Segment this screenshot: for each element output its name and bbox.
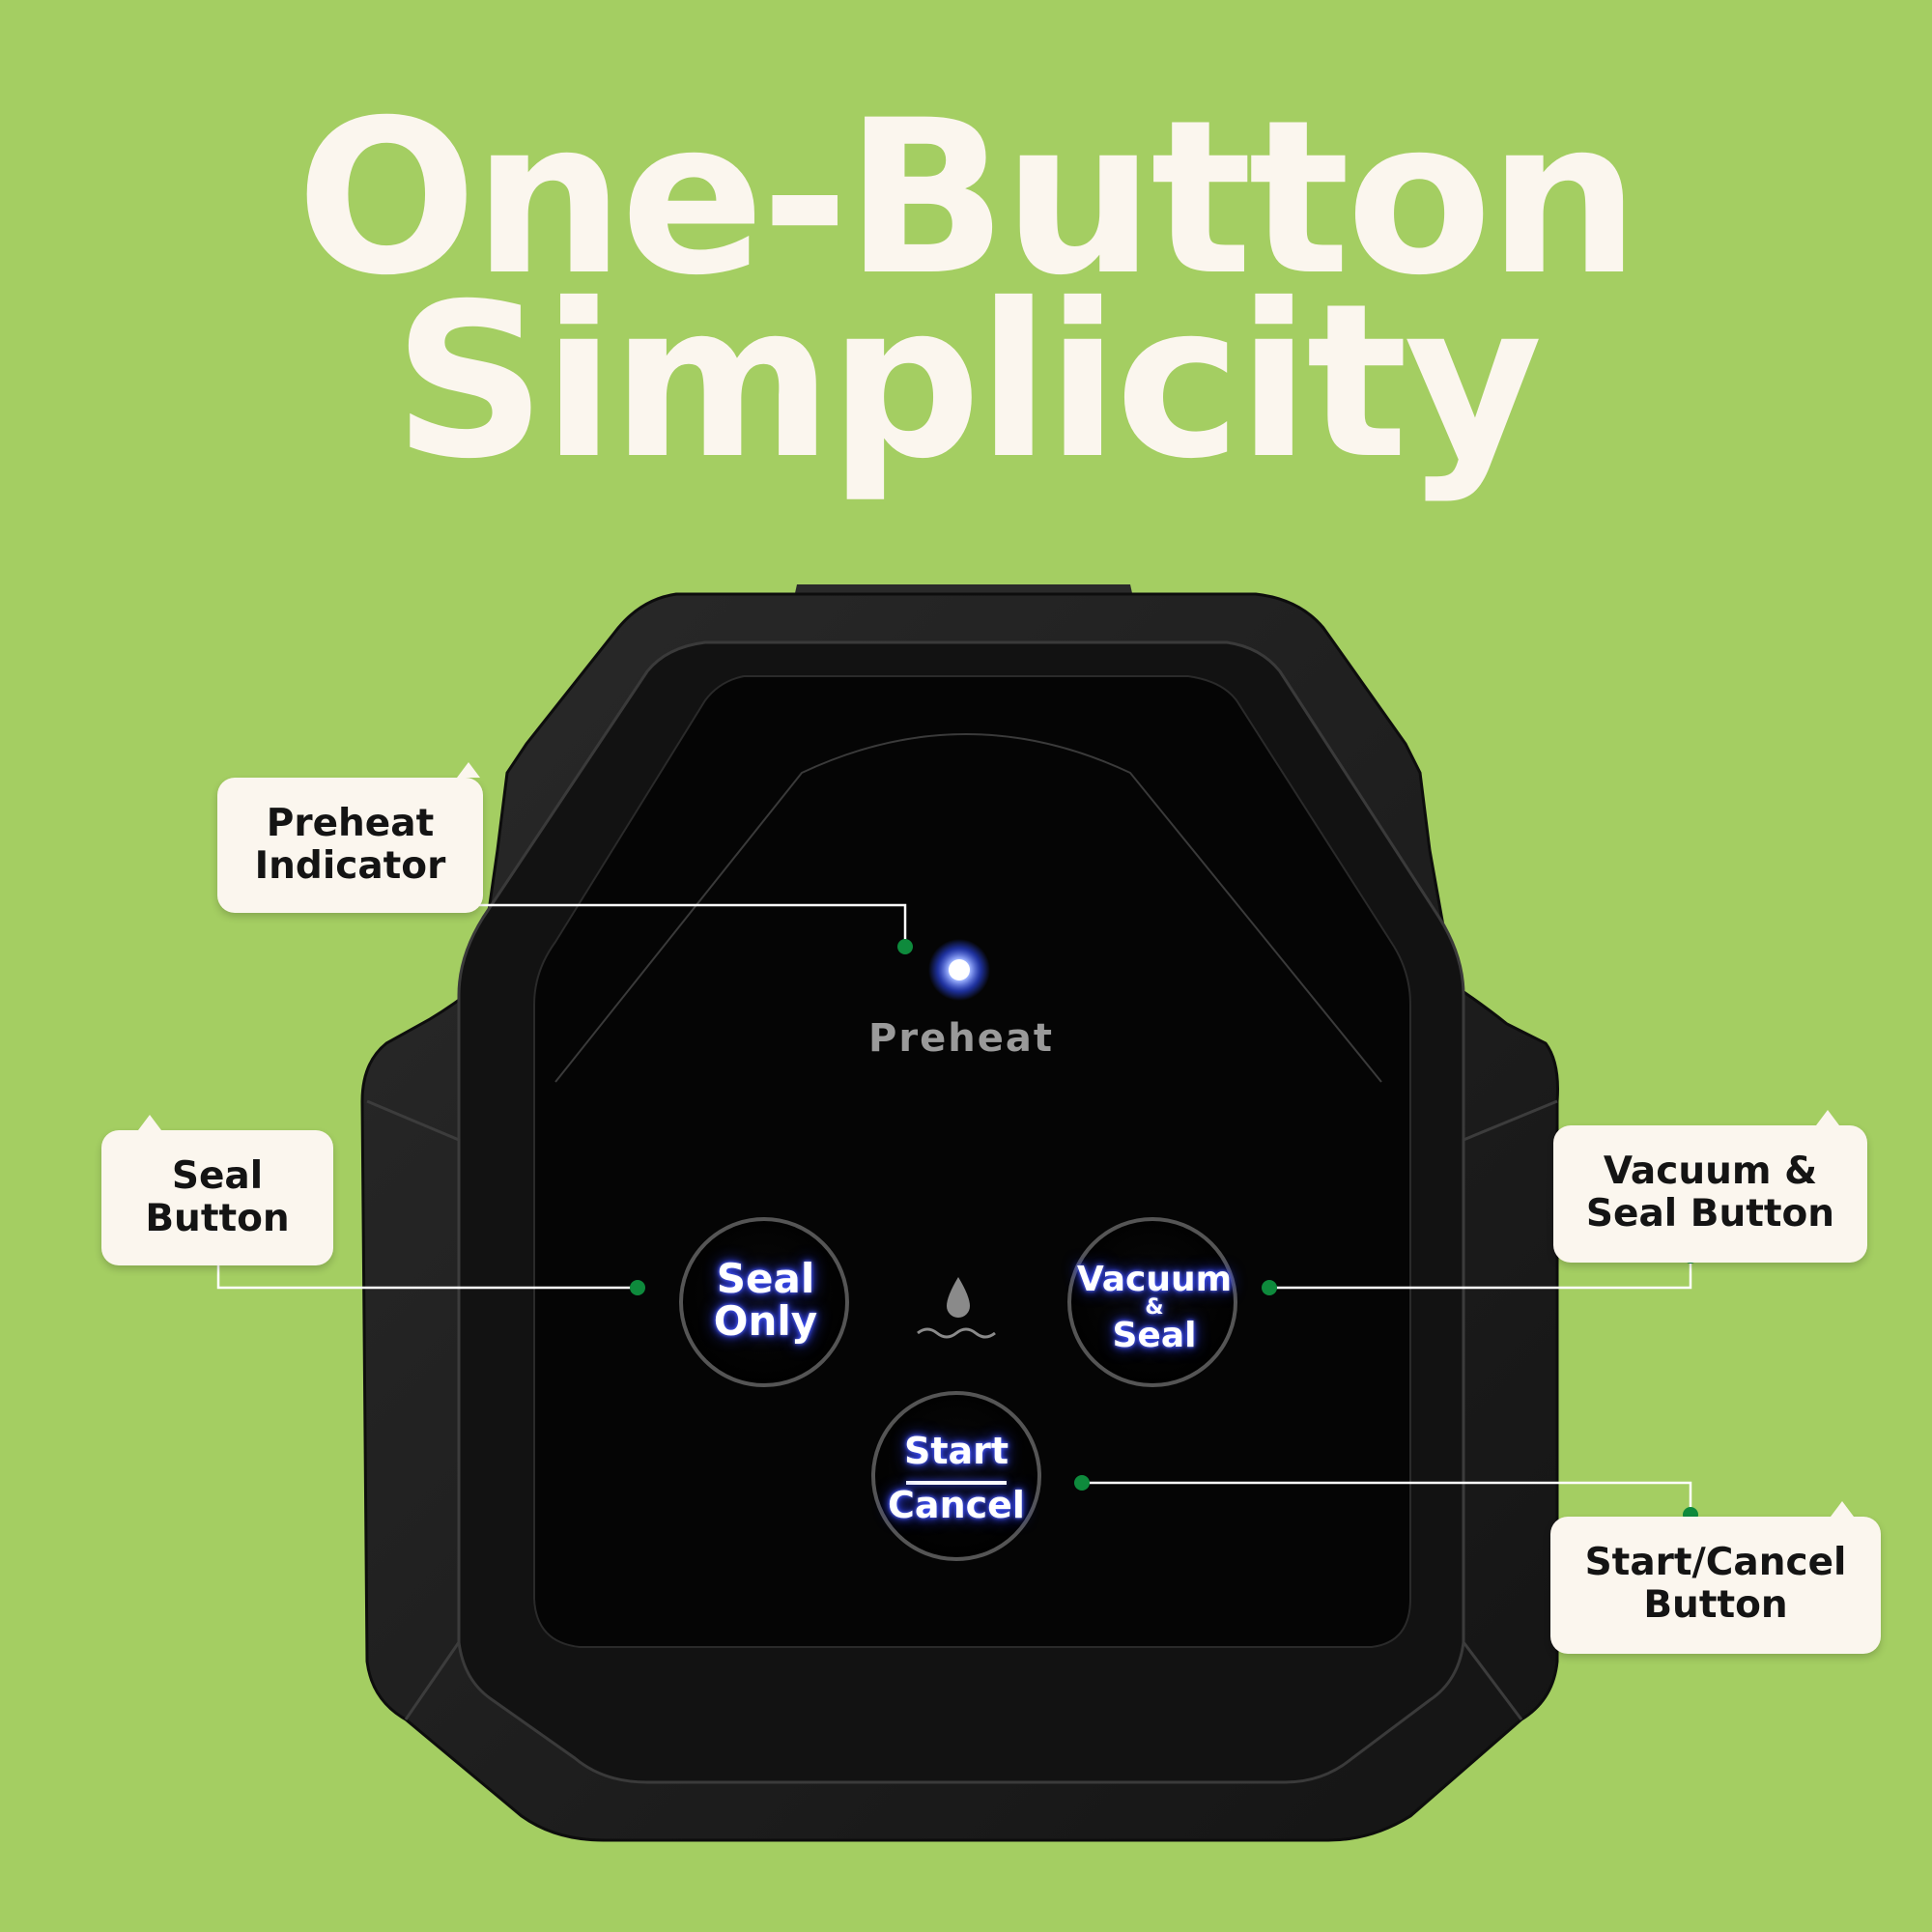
start-cancel-button-label[interactable]: Start Cancel xyxy=(874,1423,1038,1533)
headline-line-2: Simplicity xyxy=(393,258,1543,505)
vacuum-seal-line-1: Vacuum xyxy=(1076,1260,1233,1299)
seal-only-button[interactable] xyxy=(679,1217,849,1387)
callout-start-cancel-button: Start/Cancel Button xyxy=(1550,1501,1881,1654)
callout-start-line-2: Button xyxy=(1643,1583,1788,1627)
callout-vacuum-seal-button: Vacuum & Seal Button xyxy=(1553,1110,1867,1263)
seal-only-line-1: Seal xyxy=(716,1255,815,1302)
cancel-label: Cancel xyxy=(888,1484,1025,1526)
water-drop-icon xyxy=(917,1277,996,1339)
connector-lines xyxy=(216,903,1692,1515)
panel-highlight-arc xyxy=(554,733,1382,1083)
callout-start-line-1: Start/Cancel xyxy=(1584,1541,1847,1584)
start-cancel-button[interactable] xyxy=(871,1391,1041,1561)
seal-only-line-2: Only xyxy=(713,1297,818,1345)
callout-preheat-indicator: Preheat Indicator xyxy=(217,762,483,913)
callout-seal-button: Seal Button xyxy=(101,1115,333,1265)
callout-preheat-line-2: Indicator xyxy=(254,844,446,888)
start-cancel-divider xyxy=(906,1481,1007,1485)
vacuum-seal-button-label[interactable]: Vacuum & Seal xyxy=(1067,1261,1241,1355)
vacuum-seal-ampersand: & xyxy=(1145,1295,1164,1320)
vacuum-seal-line-2: Seal xyxy=(1112,1316,1197,1355)
start-label: Start xyxy=(903,1430,1009,1472)
callout-seal-line-2: Button xyxy=(145,1197,290,1240)
right-bevel xyxy=(1462,1099,1558,1720)
preheat-indicator-label: Preheat xyxy=(868,1016,1054,1061)
seal-only-button-label[interactable]: Seal Only xyxy=(681,1258,850,1343)
callout-vacuum-line-2: Seal Button xyxy=(1585,1192,1835,1236)
control-panel xyxy=(533,675,1411,1648)
callout-seal-line-1: Seal xyxy=(171,1154,264,1198)
headline-line-1: One-Button xyxy=(296,74,1640,322)
vacuum-seal-button[interactable] xyxy=(1067,1217,1237,1387)
callout-preheat-line-1: Preheat xyxy=(266,802,435,845)
callout-vacuum-line-1: Vacuum & xyxy=(1603,1150,1818,1193)
left-bevel xyxy=(366,1099,461,1720)
